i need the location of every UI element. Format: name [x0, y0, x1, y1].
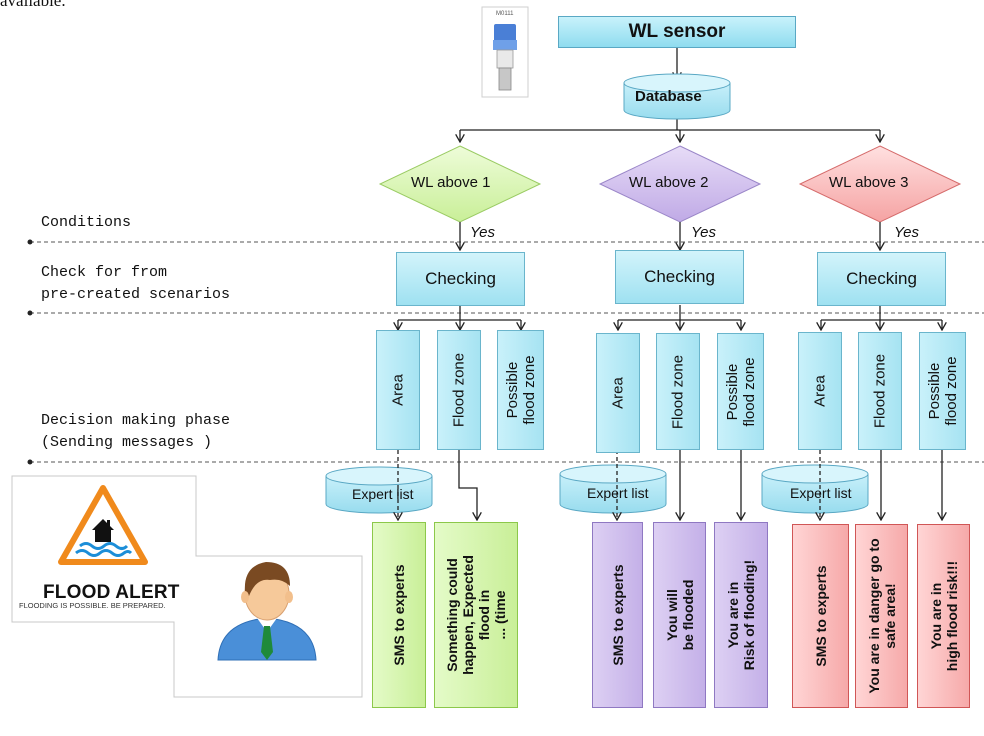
wl-sensor-box: WL sensor: [558, 16, 796, 48]
criteria-area-label-1: Area: [389, 374, 407, 406]
flood-alert-subtitle: FLOODING IS POSSIBLE. BE PREPARED.: [19, 601, 166, 610]
phase-dot-2: [27, 310, 33, 316]
phase-separators: [30, 241, 984, 463]
criteria-flood-zone-box-3: Flood zone: [858, 332, 902, 450]
phase-label-check-line2: pre-created scenarios: [41, 286, 231, 303]
message-danger-safe-area-label-3: You are in danger go to safe area!: [865, 538, 898, 694]
phase-dot-3: [27, 459, 33, 465]
phase-label-decision-line2: (Sending messages ): [41, 434, 213, 451]
message-sms-experts-label-1: SMS to experts: [391, 564, 407, 666]
criteria-flood-zone-label-1: Flood zone: [450, 352, 468, 428]
criteria-area-label-2: Area: [609, 377, 627, 409]
criteria-area-label-3: Area: [811, 375, 829, 407]
message-sms-experts-1: SMS to experts: [372, 522, 426, 708]
criteria-possible-flood-zone-box-3: Possible flood zone: [919, 332, 966, 450]
criteria-area-box-3: Area: [798, 332, 842, 450]
criteria-area-box-2: Area: [596, 333, 640, 453]
water-level-sensor-icon: [481, 6, 529, 98]
yes-label-2: Yes: [691, 224, 717, 241]
checking-box-2: Checking: [615, 250, 744, 304]
checking-box-1: Checking: [396, 252, 525, 306]
criteria-possible-flood-zone-box-1: Possible flood zone: [497, 330, 544, 450]
yes-label-1: Yes: [470, 224, 496, 241]
condition-label-2: WL above 2: [629, 174, 709, 191]
phase-label-decision-line1: Decision making phase: [41, 412, 231, 429]
database-cylinder: [623, 73, 731, 120]
message-sms-experts-label-3: SMS to experts: [812, 565, 829, 667]
condition-label-3: WL above 3: [829, 174, 909, 191]
message-will-be-flooded-label-2: You will be flooded: [663, 579, 696, 651]
message-high-flood-risk-label-3: You are in high flood risk!!!: [927, 560, 960, 672]
criteria-possible-flood-zone-box-2: Possible flood zone: [717, 333, 764, 450]
criteria-flood-zone-box-1: Flood zone: [437, 330, 481, 450]
condition-label-1: WL above 1: [411, 174, 491, 191]
message-risk-of-flooding-label-2: You are in Risk of flooding!: [725, 559, 757, 671]
criteria-flood-zone-label-2: Flood zone: [669, 354, 687, 429]
criteria-possible-flood-zone-label-3: Possible flood zone: [925, 356, 960, 426]
expert-list-label-1: Expert list: [352, 486, 414, 502]
message-sms-experts-2: SMS to experts: [592, 522, 643, 708]
message-expected-flood-1: Something could happen, Expected flood i…: [434, 522, 518, 708]
criteria-area-box-1: Area: [376, 330, 420, 450]
message-sms-experts-3: SMS to experts: [792, 524, 849, 708]
message-connectors: [398, 450, 942, 520]
message-sms-experts-label-2: SMS to experts: [609, 564, 626, 666]
message-high-flood-risk-3: You are in high flood risk!!!: [917, 524, 970, 708]
checking-box-3: Checking: [817, 252, 946, 306]
expert-list-cylinder-2: [559, 464, 667, 514]
phase-label-check-line1: Check for from: [41, 264, 168, 281]
message-will-be-flooded-2: You will be flooded: [653, 522, 706, 708]
phase-label-conditions: Conditions: [41, 214, 132, 231]
database-label: Database: [635, 88, 702, 105]
expert-list-cylinder-1: [325, 466, 433, 514]
expert-list-label-3: Expert list: [790, 485, 852, 501]
expert-list-label-2: Expert list: [587, 485, 649, 501]
flood-alert-title: FLOOD ALERT: [43, 582, 180, 603]
message-risk-of-flooding-2: You are in Risk of flooding!: [714, 522, 768, 708]
criteria-flood-zone-box-2: Flood zone: [656, 333, 700, 450]
phase-dot-1: [27, 239, 33, 245]
criteria-flood-zone-label-3: Flood zone: [871, 353, 889, 429]
yes-label-3: Yes: [894, 224, 920, 241]
sensor-device-tag: M0111: [496, 11, 514, 17]
criteria-possible-flood-zone-label-2: Possible flood zone: [723, 356, 758, 427]
flood-warning-sign-icon: [58, 485, 148, 565]
expert-list-cylinder-3: [761, 464, 869, 514]
criteria-possible-flood-zone-label-1: Possible flood zone: [503, 355, 538, 425]
top-caption-text: available.: [0, 0, 66, 10]
criteria-connectors: [398, 305, 942, 330]
message-expected-flood-label-1: Something could happen, Expected flood i…: [444, 555, 508, 675]
message-danger-safe-area-3: You are in danger go to safe area!: [855, 524, 908, 708]
person-avatar-icon: [217, 562, 317, 661]
